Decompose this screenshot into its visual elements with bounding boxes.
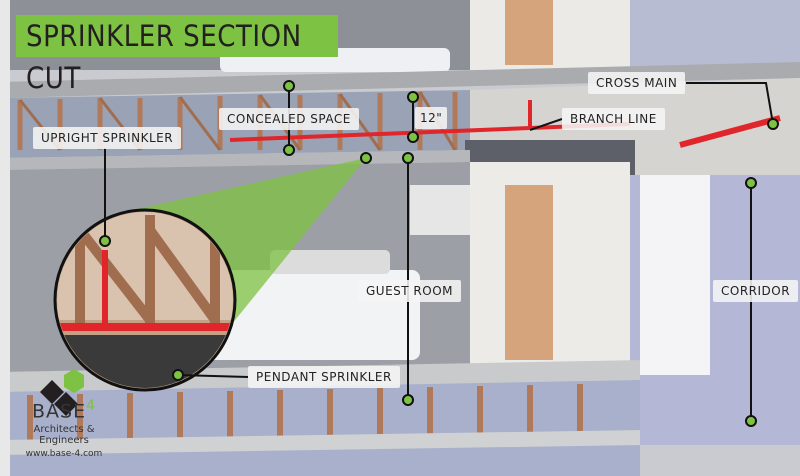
label-dimension: 12" xyxy=(415,107,448,129)
magnifier-detail xyxy=(53,208,237,392)
cross-main-pipe xyxy=(679,115,781,148)
upper-floor-slab xyxy=(0,62,800,98)
label-cross-main: CROSS MAIN xyxy=(588,72,686,94)
label-pendant-sprinkler: PENDANT SPRINKLER xyxy=(248,366,400,388)
wall-art xyxy=(410,185,470,235)
brand-tagline: Architects & Engineers xyxy=(33,424,95,447)
floor-joists xyxy=(27,384,583,440)
corridor-wall xyxy=(640,175,710,375)
magnifier-cone xyxy=(110,158,366,345)
guest-room-door xyxy=(505,185,553,360)
bed-pillows xyxy=(270,250,390,274)
label-branch-line: BRANCH LINE xyxy=(562,108,665,130)
brand-name-text: BASE xyxy=(31,400,87,423)
brand-url: www.base-4.com xyxy=(25,449,103,460)
label-guest-room: GUEST ROOM xyxy=(358,280,462,302)
leader-lines xyxy=(104,82,774,421)
leader-dots xyxy=(99,80,779,427)
ceiling xyxy=(0,150,470,170)
brand-name: BASE4 xyxy=(8,398,120,422)
left-edge-wall xyxy=(0,0,10,476)
upper-corridor xyxy=(630,0,800,70)
page-title: SPRINKLER SECTION CUT xyxy=(16,15,338,95)
label-concealed-space: CONCEALED SPACE xyxy=(219,108,359,130)
brand-block: BASE4 Architects & Engineers www.base-4.… xyxy=(8,380,120,459)
upper-door xyxy=(505,0,553,65)
label-corridor: CORRIDOR xyxy=(713,280,799,302)
label-upright-sprinkler: UPRIGHT SPRINKLER xyxy=(33,127,182,149)
base4-logo-mark xyxy=(40,369,84,416)
lower-ceiling xyxy=(0,430,640,455)
brand-superscript: 4 xyxy=(86,398,97,414)
